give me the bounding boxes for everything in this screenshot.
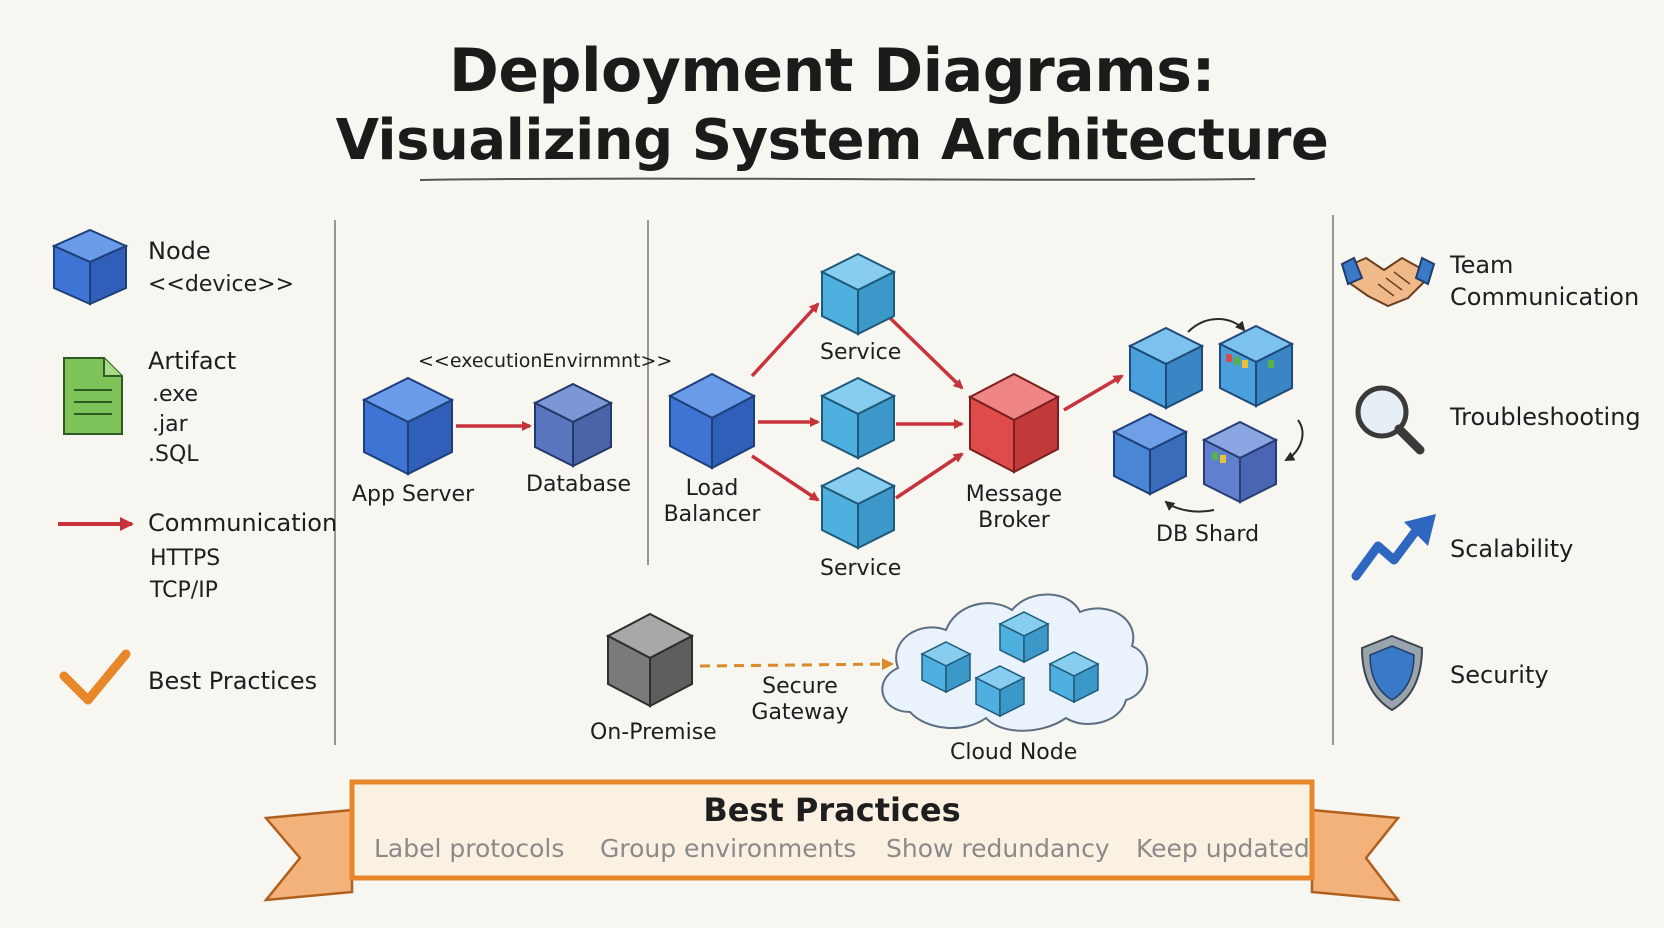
benefit-team-label-2: Communication [1450, 283, 1640, 311]
legend-artifact-title: Artifact [148, 347, 237, 375]
load-balancer-node [667, 372, 757, 470]
benefit-security-label: Security [1450, 661, 1549, 689]
on-premise-node [605, 612, 695, 708]
message-broker-label-1: Message [965, 482, 1063, 507]
benefit-team-label-1: Team [1450, 251, 1514, 279]
legend-best-practices-title: Best Practices [148, 667, 318, 695]
legend-artifact-item: .jar [152, 412, 188, 437]
arrow-lb-service-bottom [751, 454, 820, 502]
shard-cycle-arrow-bottom [1164, 500, 1215, 513]
app-server-label: App Server [352, 482, 475, 507]
service-bottom-node [819, 466, 897, 550]
cloud-cube-1 [920, 641, 972, 694]
cloud-cube-2 [998, 611, 1050, 664]
legend-communication-title: Communication [148, 509, 338, 537]
title-line-1: Deployment Diagrams: [449, 36, 1215, 106]
legend-node-stereotype: <<device>> [148, 272, 294, 297]
blue-cube-icon [51, 228, 129, 306]
benefit-scalability-label: Scalability [1450, 535, 1574, 563]
db-shard-node-2 [1217, 324, 1295, 408]
banner-item: Label protocols [374, 834, 565, 863]
title-line-2: Visualizing System Architecture [335, 108, 1329, 173]
secure-gateway-label-2: Gateway [751, 700, 849, 725]
db-shard-label: DB Shard [1156, 522, 1260, 547]
legend-communication-item: TCP/IP [150, 578, 218, 603]
arrow-lb-service-top [750, 302, 820, 378]
cloud-cube-4 [1048, 651, 1100, 704]
magnifier-icon [1355, 385, 1425, 455]
service-top-node [819, 252, 897, 336]
db-shard-node-3 [1111, 412, 1189, 496]
message-broker-label-2: Broker [978, 508, 1050, 533]
shield-icon [1360, 634, 1424, 712]
gateway-dashed-arrow [699, 658, 894, 671]
banner-ribbon [263, 779, 1401, 902]
database-label: Database [526, 472, 631, 497]
load-balancer-label-2: Balancer [663, 502, 761, 527]
banner-item: Group environments [600, 834, 857, 863]
service-bottom-label: Service [820, 556, 902, 581]
secure-gateway-label-1: Secure [762, 674, 838, 699]
shard-cycle-arrow-right [1284, 419, 1304, 461]
shard-cycle-arrow-top [1187, 318, 1246, 333]
database-node [532, 382, 614, 468]
db-shard-node-1 [1127, 326, 1205, 410]
cloud-cube-3 [974, 665, 1026, 718]
app-server-node [361, 376, 455, 476]
document-icon [63, 357, 123, 435]
banner-item: Keep updated [1136, 834, 1310, 863]
db-shard-node-4 [1201, 420, 1279, 504]
checkmark-icon [59, 649, 131, 705]
trend-arrow-icon [1351, 514, 1436, 581]
legend-node-title: Node [148, 237, 211, 265]
service-top-label: Service [820, 340, 902, 365]
banner-title: Best Practices [703, 791, 961, 829]
banner-item: Show redundancy [886, 834, 1110, 863]
arrow-service-top-broker [886, 314, 964, 390]
on-premise-label: On-Premise [590, 720, 717, 745]
legend-artifact-item: .SQL [148, 442, 199, 467]
handshake-icon [1340, 256, 1436, 308]
load-balancer-label-1: Load [685, 476, 739, 501]
cloud-node-label: Cloud Node [950, 740, 1078, 765]
title-underline [419, 177, 1256, 181]
legend-communication-item: HTTPS [150, 546, 221, 571]
arrow-service-bottom-broker [895, 452, 964, 500]
legend-artifact-item: .exe [152, 382, 199, 407]
execution-environment-label: <<executionEnvirnmnt>> [418, 350, 673, 372]
arrow-broker-shard [1063, 374, 1124, 412]
benefit-troubleshooting-label: Troubleshooting [1450, 403, 1641, 431]
service-mid-node [819, 376, 897, 460]
message-broker-node [967, 372, 1061, 474]
